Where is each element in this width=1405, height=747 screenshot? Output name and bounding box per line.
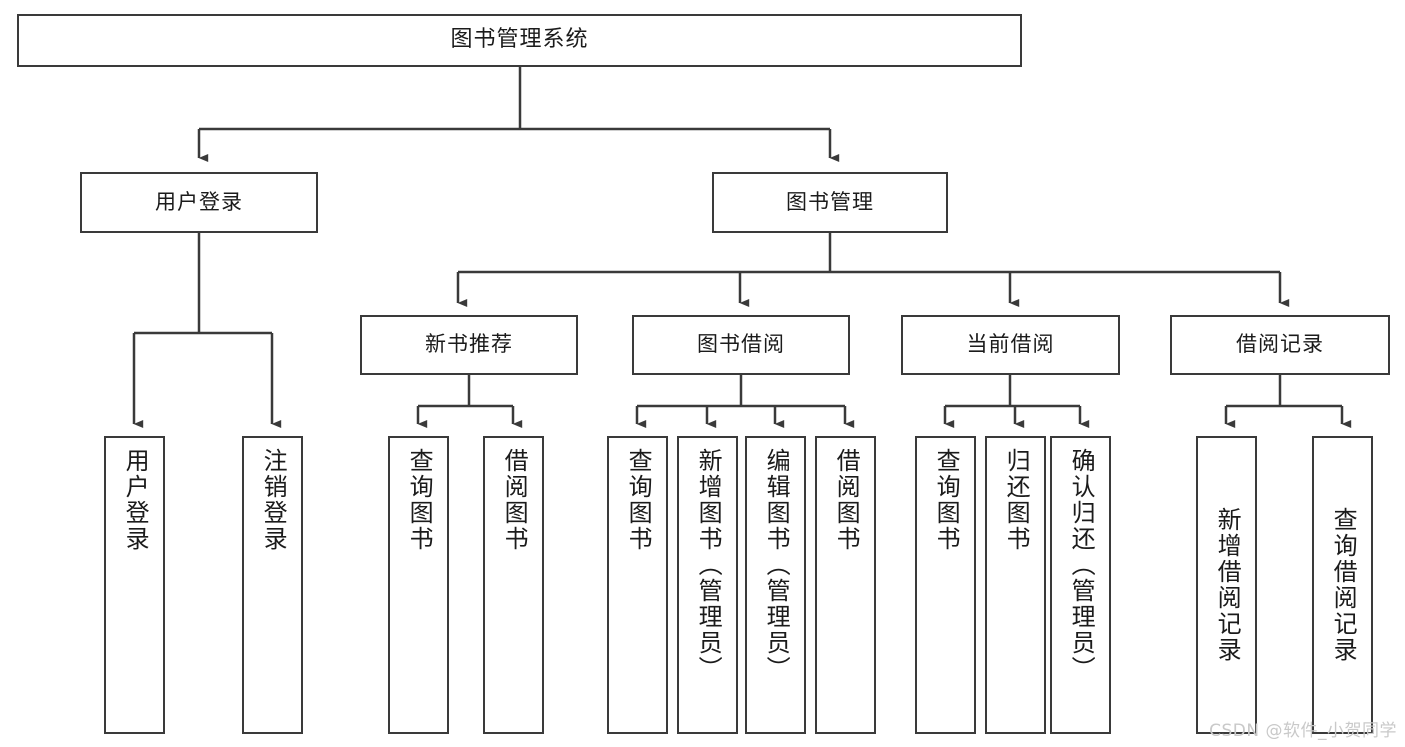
leaf-current-confirm-return-admin[interactable]: 确认归还（管理员） [1050, 436, 1111, 734]
leaf-label: 归还图书 [1002, 448, 1031, 552]
node-book-management[interactable]: 图书管理 [712, 172, 948, 233]
node-label: 新书推荐 [425, 332, 513, 357]
node-borrow-record[interactable]: 借阅记录 [1170, 315, 1390, 375]
leaf-label: 借阅图书 [500, 448, 529, 552]
leaf-label: 查询借阅记录 [1329, 507, 1358, 663]
leaf-borrow-query-book[interactable]: 查询图书 [607, 436, 668, 734]
leaf-user-login-login[interactable]: 用户登录 [104, 436, 165, 734]
leaf-borrow-edit-book-admin[interactable]: 编辑图书（管理员） [745, 436, 806, 734]
leaf-label: 查询图书 [932, 448, 961, 552]
leaf-new-book-borrow[interactable]: 借阅图书 [483, 436, 544, 734]
leaf-label: 新增图书（管理员） [694, 448, 723, 682]
node-label: 图书管理 [786, 189, 874, 214]
leaf-label: 注销登录 [259, 448, 288, 552]
leaf-label: 查询图书 [624, 448, 653, 552]
watermark-text: CSDN @软件_小贺同学 [1209, 721, 1397, 741]
node-label: 用户登录 [155, 189, 243, 214]
node-current-borrow[interactable]: 当前借阅 [901, 315, 1120, 375]
leaf-label: 新增借阅记录 [1213, 507, 1242, 663]
leaf-label: 查询图书 [405, 448, 434, 552]
node-book-borrow[interactable]: 图书借阅 [632, 315, 850, 375]
leaf-label: 借阅图书 [832, 448, 861, 552]
leaf-label: 编辑图书（管理员） [762, 448, 791, 682]
leaf-current-query-book[interactable]: 查询图书 [915, 436, 976, 734]
node-root-book-management-system[interactable]: 图书管理系统 [17, 14, 1022, 67]
node-label: 图书管理系统 [450, 27, 589, 53]
node-label: 图书借阅 [697, 332, 785, 357]
leaf-current-return-book[interactable]: 归还图书 [985, 436, 1046, 734]
leaf-new-book-query[interactable]: 查询图书 [388, 436, 449, 734]
leaf-label: 用户登录 [121, 448, 150, 552]
node-user-login[interactable]: 用户登录 [80, 172, 318, 233]
node-label: 借阅记录 [1236, 332, 1324, 357]
leaf-record-query-record[interactable]: 查询借阅记录 [1312, 436, 1373, 734]
node-new-book-recommend[interactable]: 新书推荐 [360, 315, 578, 375]
leaf-label: 确认归还（管理员） [1067, 448, 1096, 682]
leaf-record-add-record[interactable]: 新增借阅记录 [1196, 436, 1257, 734]
node-label: 当前借阅 [966, 332, 1055, 357]
leaf-user-login-logout[interactable]: 注销登录 [242, 436, 303, 734]
leaf-borrow-add-book-admin[interactable]: 新增图书（管理员） [677, 436, 738, 734]
leaf-borrow-borrow-book[interactable]: 借阅图书 [815, 436, 876, 734]
